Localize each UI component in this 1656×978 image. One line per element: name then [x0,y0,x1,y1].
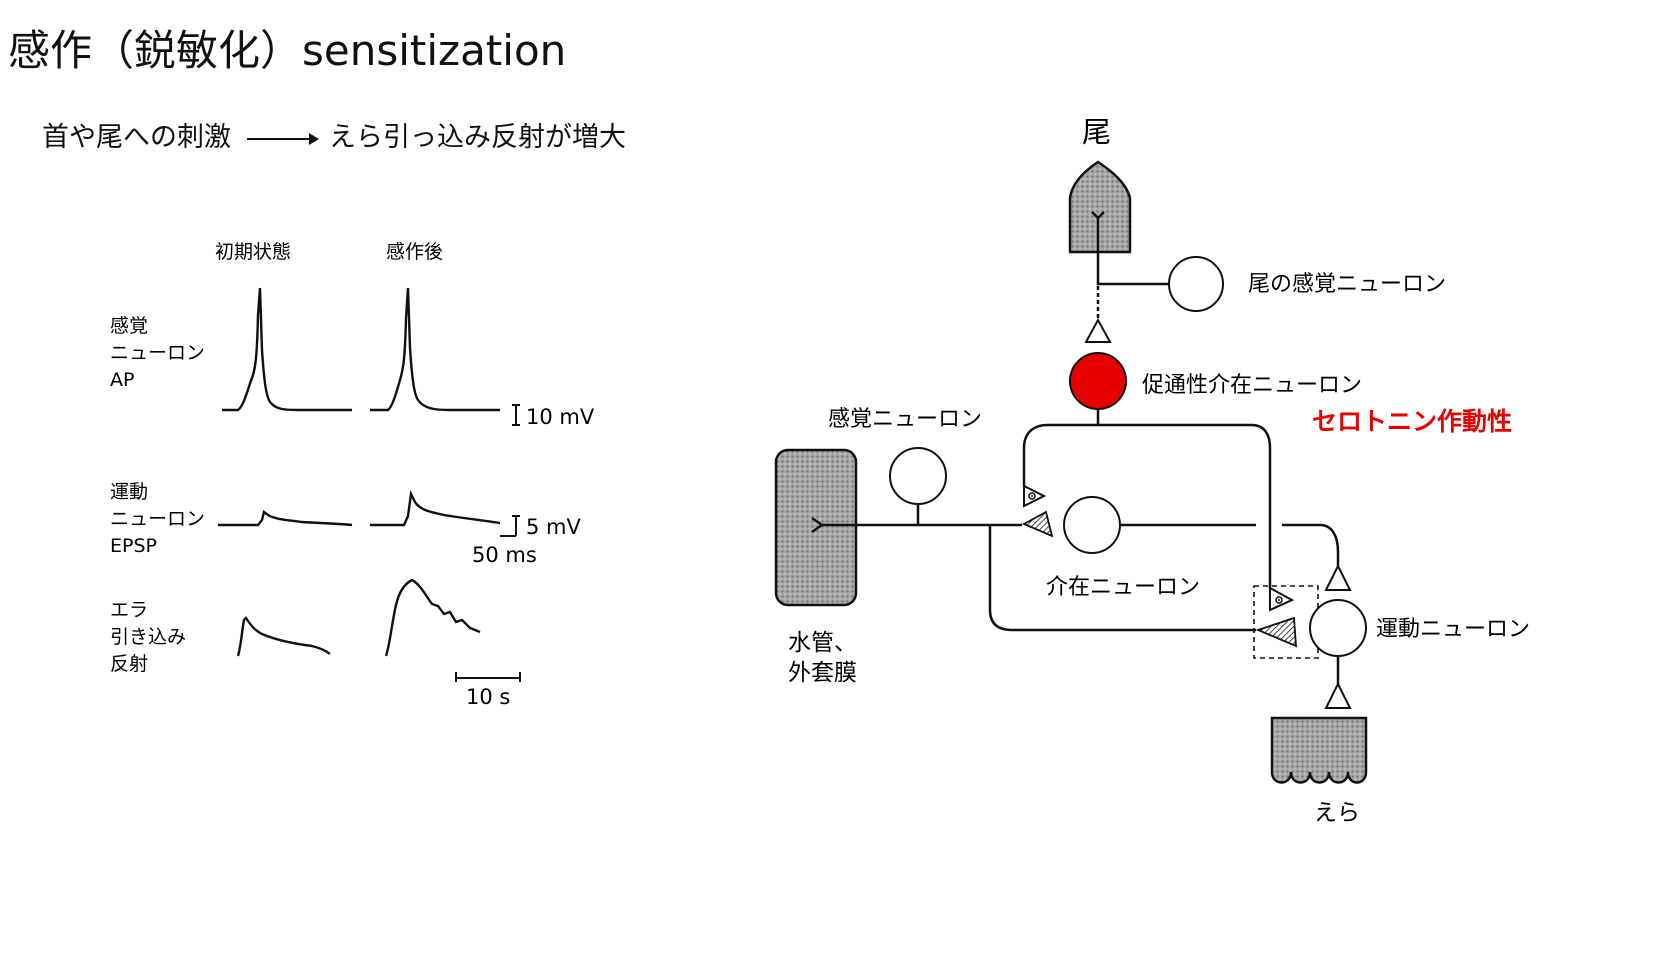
facilitation-terminal-motor [1269,586,1295,612]
vesicle-dot-1 [1031,495,1033,497]
facilitating-axon [1022,409,1272,588]
row-label-epsp-2: ニューロン [110,508,205,530]
siphon-tissue [774,448,858,607]
interneuron-terminal-motor [1324,563,1352,591]
tail-synapse-terminal [1084,317,1112,343]
label-tail-sensory-neuron: 尾の感覚ニューロン [1248,272,1446,297]
label-siphon-2: 外套膜 [788,660,857,686]
tail-sensory-neuron [1168,256,1224,312]
tail-sensory-ending [1091,211,1105,252]
sensory-terminal-interneuron [1021,510,1054,538]
tail-sensory-axon [1096,252,1170,286]
motor-neuron [1309,599,1367,657]
sensory-neuron [889,447,947,505]
label-siphon-1: 水管、 [788,630,857,656]
sensory-terminal-motor [1255,616,1298,648]
page-title: 感作（鋭敏化）sensitization [8,26,567,75]
right-arrow-icon [247,132,319,145]
scale-bar-10mv [512,404,520,426]
gill-tissue [1270,716,1368,784]
facilitating-interneuron [1069,352,1127,410]
row-label-reflex-3: 反射 [110,653,148,675]
trace-epsp-after [370,489,501,527]
vesicle-icon-1 [1028,492,1036,500]
scale-label-5mv: 5 mV [526,515,581,539]
column-label-initial: 初期状態 [215,241,291,263]
trace-reflex-after [384,578,481,657]
label-interneuron: 介在ニューロン [1046,575,1200,600]
scale-label-50ms: 50 ms [472,543,537,567]
label-motor-neuron: 運動ニューロン [1376,617,1530,642]
label-facilitating-interneuron: 促通性介在ニューロン [1142,373,1362,398]
circuit-diagram: 尾 尾の感覚ニューロン 促通性介在ニューロン セロトニン作動性 水管、 外套膜 … [774,115,1530,826]
row-label-ap-3: AP [110,369,134,391]
subtitle-line: 首や尾への刺激 えら引っ込み反射が増大 [42,124,626,151]
row-label-reflex-1: エラ [110,599,148,621]
subtitle-result: えら引っ込み反射が増大 [329,122,626,153]
row-label-epsp-1: 運動 [110,481,148,503]
facilitation-terminal-interneuron [1023,484,1047,508]
label-gill: えら [1314,800,1360,826]
scale-label-10s: 10 s [466,685,510,709]
vesicle-icon-2 [1275,596,1283,604]
interneuron [1063,496,1121,554]
scale-bar-10s [455,672,521,682]
trace-reflex-initial [236,616,331,657]
trace-ap-after [370,287,500,412]
sensory-axon [822,504,1256,632]
column-label-after: 感作後 [386,241,443,263]
subtitle-stimulus: 首や尾への刺激 [42,122,231,153]
label-tail: 尾 [1082,115,1111,149]
scale-label-10mv: 10 mV [526,405,595,429]
scale-bar-5mv-50ms [500,515,520,537]
row-label-ap-1: 感覚 [110,315,148,337]
tail-tissue [1068,160,1132,254]
motor-terminal-gill [1324,681,1352,709]
trace-ap-initial [222,287,352,412]
row-label-ap-2: ニューロン [110,342,205,364]
vesicle-dot-2 [1278,599,1280,601]
traces-figure: 初期状態 感作後 感覚 ニューロン AP 10 mV 運動 ニューロン EPSP… [110,241,595,709]
interneuron-axon [1120,523,1340,566]
trace-epsp-initial [218,509,353,527]
row-label-reflex-2: 引き込み [110,626,186,648]
row-label-epsp-3: EPSP [110,535,157,557]
label-serotonergic: セロトニン作動性 [1312,407,1512,436]
label-sensory-neuron: 感覚ニューロン [828,407,982,432]
